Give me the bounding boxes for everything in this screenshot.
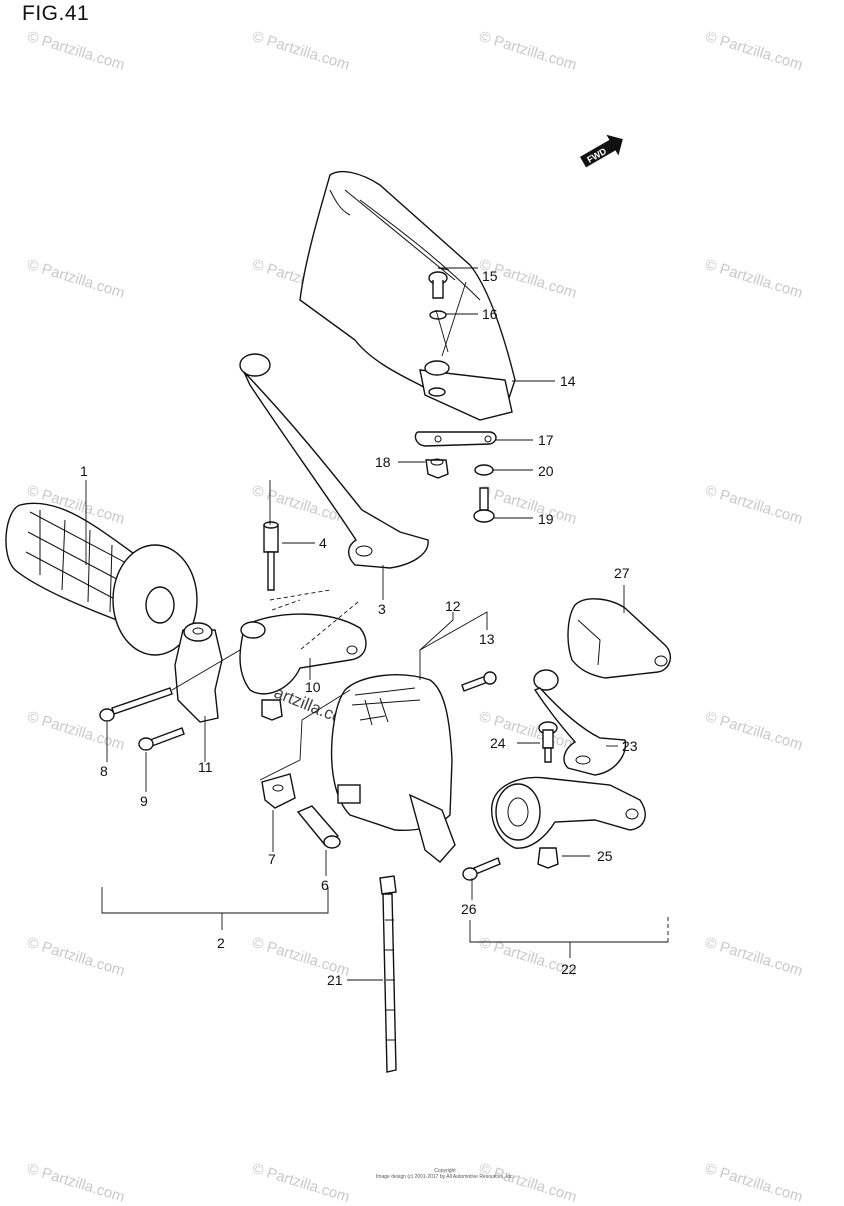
cable-tie-21 [379, 875, 397, 1073]
cable-adjuster-6 [296, 805, 341, 849]
washer-16 [429, 310, 447, 320]
pivot-bolt-24 [538, 721, 558, 763]
washer-20 [474, 464, 494, 476]
adjuster-7 [261, 773, 296, 809]
plate-17 [414, 431, 497, 447]
callout-9: 9 [140, 793, 148, 809]
callout-2: 2 [217, 935, 225, 951]
nut-25 [537, 847, 559, 869]
callout-24: 24 [490, 735, 506, 751]
screw-9 [138, 727, 185, 751]
callout-16: 16 [482, 306, 498, 322]
screw-13 [461, 671, 497, 692]
bolt-19 [473, 487, 495, 523]
handlebar-switch [330, 674, 456, 863]
callout-18: 18 [375, 454, 391, 470]
callout-6: 6 [321, 877, 329, 893]
lever-23 [533, 669, 627, 776]
clutch-lever [239, 353, 429, 569]
callout-26: 26 [461, 901, 477, 917]
callout-21: 21 [327, 972, 343, 988]
callout-4: 4 [319, 535, 327, 551]
callout-1: 1 [80, 463, 88, 479]
callout-22: 22 [561, 961, 577, 977]
lever-holder-22 [491, 776, 646, 849]
figure-title: FIG.41 [22, 2, 90, 25]
callout-23: 23 [622, 738, 638, 754]
screw-26 [462, 857, 501, 881]
hand-guard [299, 170, 516, 421]
callout-8: 8 [100, 763, 108, 779]
handlebar-grip [5, 502, 198, 656]
callout-13: 13 [479, 631, 495, 647]
lever-cover-27 [567, 598, 672, 679]
callout-20: 20 [538, 463, 554, 479]
callout-3: 3 [378, 601, 386, 617]
nut-18 [425, 459, 449, 479]
callout-11: 11 [198, 759, 213, 775]
copyright-note: Copyright Image design (c) 2001-2017 by … [330, 1168, 560, 1180]
screw-8 [99, 687, 173, 722]
lever-bracket [239, 613, 367, 695]
callout-7: 7 [268, 851, 276, 867]
callout-15: 15 [482, 268, 498, 284]
bolt-15 [428, 271, 448, 299]
nut [261, 699, 283, 721]
clamp-11 [174, 622, 223, 723]
callout-27: 27 [614, 565, 630, 581]
leader-lines [85, 267, 669, 981]
callout-25: 25 [597, 848, 613, 864]
copyright-line-1: Copyright [434, 1168, 456, 1174]
callout-14: 14 [560, 373, 576, 389]
pivot-bolt-4 [263, 521, 279, 591]
copyright-line-2: Image design (c) 2001-2017 by All Automo… [375, 1174, 515, 1180]
fwd-arrow-icon: FWD [580, 134, 623, 168]
callout-12: 12 [445, 598, 461, 614]
callout-17: 17 [538, 432, 554, 448]
callout-19: 19 [538, 511, 554, 527]
callout-10: 10 [305, 679, 321, 695]
